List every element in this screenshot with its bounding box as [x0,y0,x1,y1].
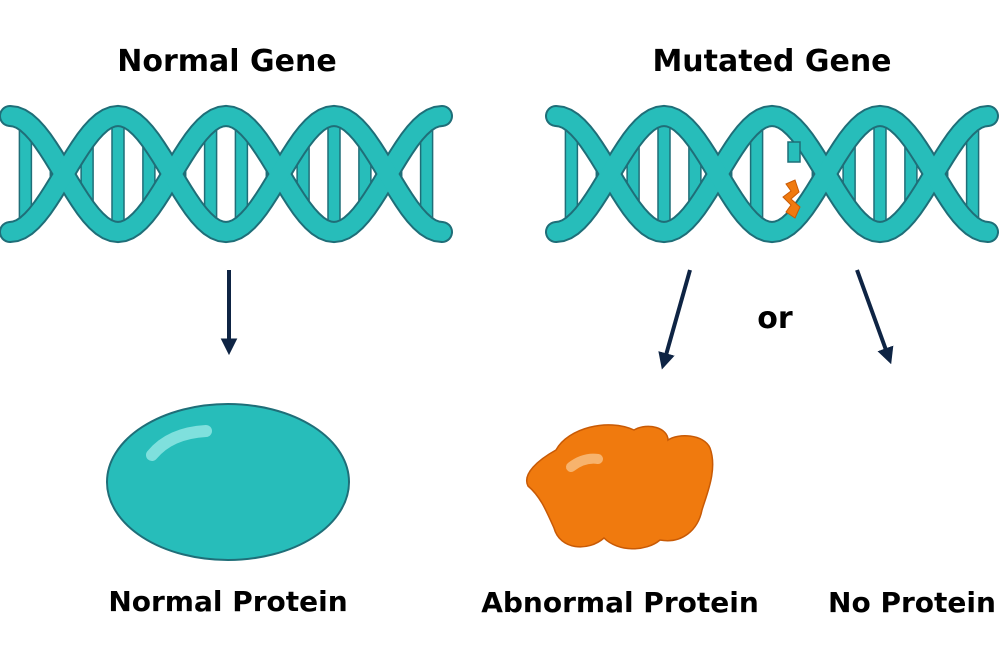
mutated-gene-label: Mutated Gene [652,44,891,79]
dna-strand [1,106,451,242]
dna-strand [1,106,451,242]
dna-strand-outline [545,104,999,244]
normal-dna-helix-icon [0,104,453,244]
dna-strand-outline [0,104,453,244]
arrow-to-abnormal-protein [658,269,692,370]
dna-rung [327,115,341,233]
dna-rung [111,115,125,233]
abnormal-protein-label: Abnormal Protein [481,586,759,619]
normal-gene-label: Normal Gene [117,44,336,79]
mutation-fragment-icon [782,179,801,219]
abnormal-protein-icon [525,424,714,550]
broken-rung-icon [787,141,801,163]
dna-rung [657,115,671,233]
normal-protein-label: Normal Protein [108,585,347,618]
no-protein-label: No Protein [828,586,996,619]
dna-rung [873,115,887,233]
mutated-dna-helix-icon [545,104,999,244]
dna-strand [547,106,997,242]
dna-strand [547,106,997,242]
or-label: or [757,301,793,336]
arrow-to-no-protein [855,269,894,365]
normal-protein-icon [106,403,350,561]
